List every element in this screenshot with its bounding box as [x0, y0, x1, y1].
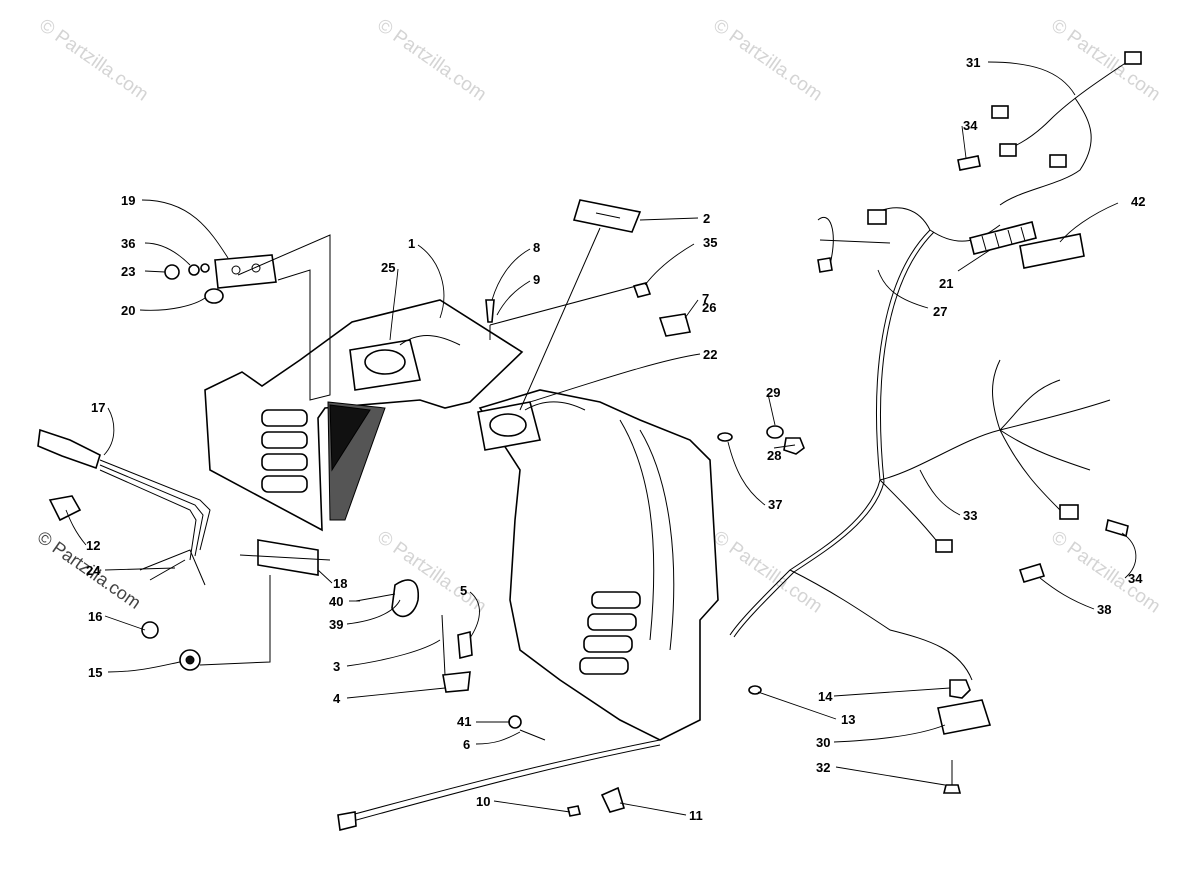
- callout-12: 12: [86, 538, 100, 553]
- watermark: © Partzilla.com: [373, 15, 490, 106]
- callout-41: 41: [457, 714, 471, 729]
- callout-40: 40: [329, 594, 343, 609]
- callout-21: 21: [939, 276, 953, 291]
- wiring-harness: [729, 51, 1142, 794]
- callout-14: 14: [818, 689, 833, 704]
- callout-13: 13: [841, 712, 855, 727]
- right-vents: [579, 591, 641, 675]
- callout-2: 2: [703, 211, 710, 226]
- callout-17: 17: [91, 400, 105, 415]
- callout-25: 25: [381, 260, 395, 275]
- callout-10: 10: [476, 794, 490, 809]
- callout-4: 4: [333, 691, 341, 706]
- callout-15: 15: [88, 665, 102, 680]
- callout-16: 16: [88, 609, 102, 624]
- callout-28: 28: [767, 448, 781, 463]
- callout-numbers: 1 2 3 4 5 6 7 8 9 10 11 12 13 14 15 16 1…: [86, 55, 1145, 823]
- left-parts: [37, 234, 331, 671]
- callout-39: 39: [329, 617, 343, 632]
- callout-34-upper: 34: [963, 118, 978, 133]
- callout-26: 26: [702, 300, 716, 315]
- callout-6: 6: [463, 737, 470, 752]
- watermark: © Partzilla.com: [709, 15, 826, 106]
- callout-1: 1: [408, 236, 415, 251]
- callout-42: 42: [1131, 194, 1145, 209]
- callout-32: 32: [816, 760, 830, 775]
- watermark: © Partzilla.com: [35, 15, 152, 106]
- callout-36: 36: [121, 236, 135, 251]
- callout-22: 22: [703, 347, 717, 362]
- callout-37: 37: [768, 497, 782, 512]
- console-body: [204, 299, 719, 741]
- callout-35: 35: [703, 235, 717, 250]
- callout-23: 23: [121, 264, 135, 279]
- left-vents: [261, 409, 308, 493]
- callout-27: 27: [933, 304, 947, 319]
- leader-lines: [65, 61, 1137, 816]
- callout-20: 20: [121, 303, 135, 318]
- callout-24: 24: [86, 563, 101, 578]
- callout-31: 31: [966, 55, 980, 70]
- callout-34-lower: 34: [1128, 571, 1143, 586]
- callout-19: 19: [121, 193, 135, 208]
- callout-30: 30: [816, 735, 830, 750]
- watermark: © Partzilla.com: [709, 527, 826, 618]
- callout-3: 3: [333, 659, 340, 674]
- callout-5: 5: [460, 583, 467, 598]
- callout-8: 8: [533, 240, 540, 255]
- callout-11: 11: [689, 808, 703, 823]
- watermark: © Partzilla.com: [373, 527, 490, 618]
- callout-9: 9: [533, 272, 540, 287]
- callout-7: 7: [702, 291, 709, 306]
- callout-29: 29: [766, 385, 780, 400]
- watermark: © Partzilla.com: [1047, 15, 1164, 106]
- callout-18: 18: [333, 576, 347, 591]
- callout-33: 33: [963, 508, 977, 523]
- callout-38: 38: [1097, 602, 1111, 617]
- center-parts: [337, 199, 805, 831]
